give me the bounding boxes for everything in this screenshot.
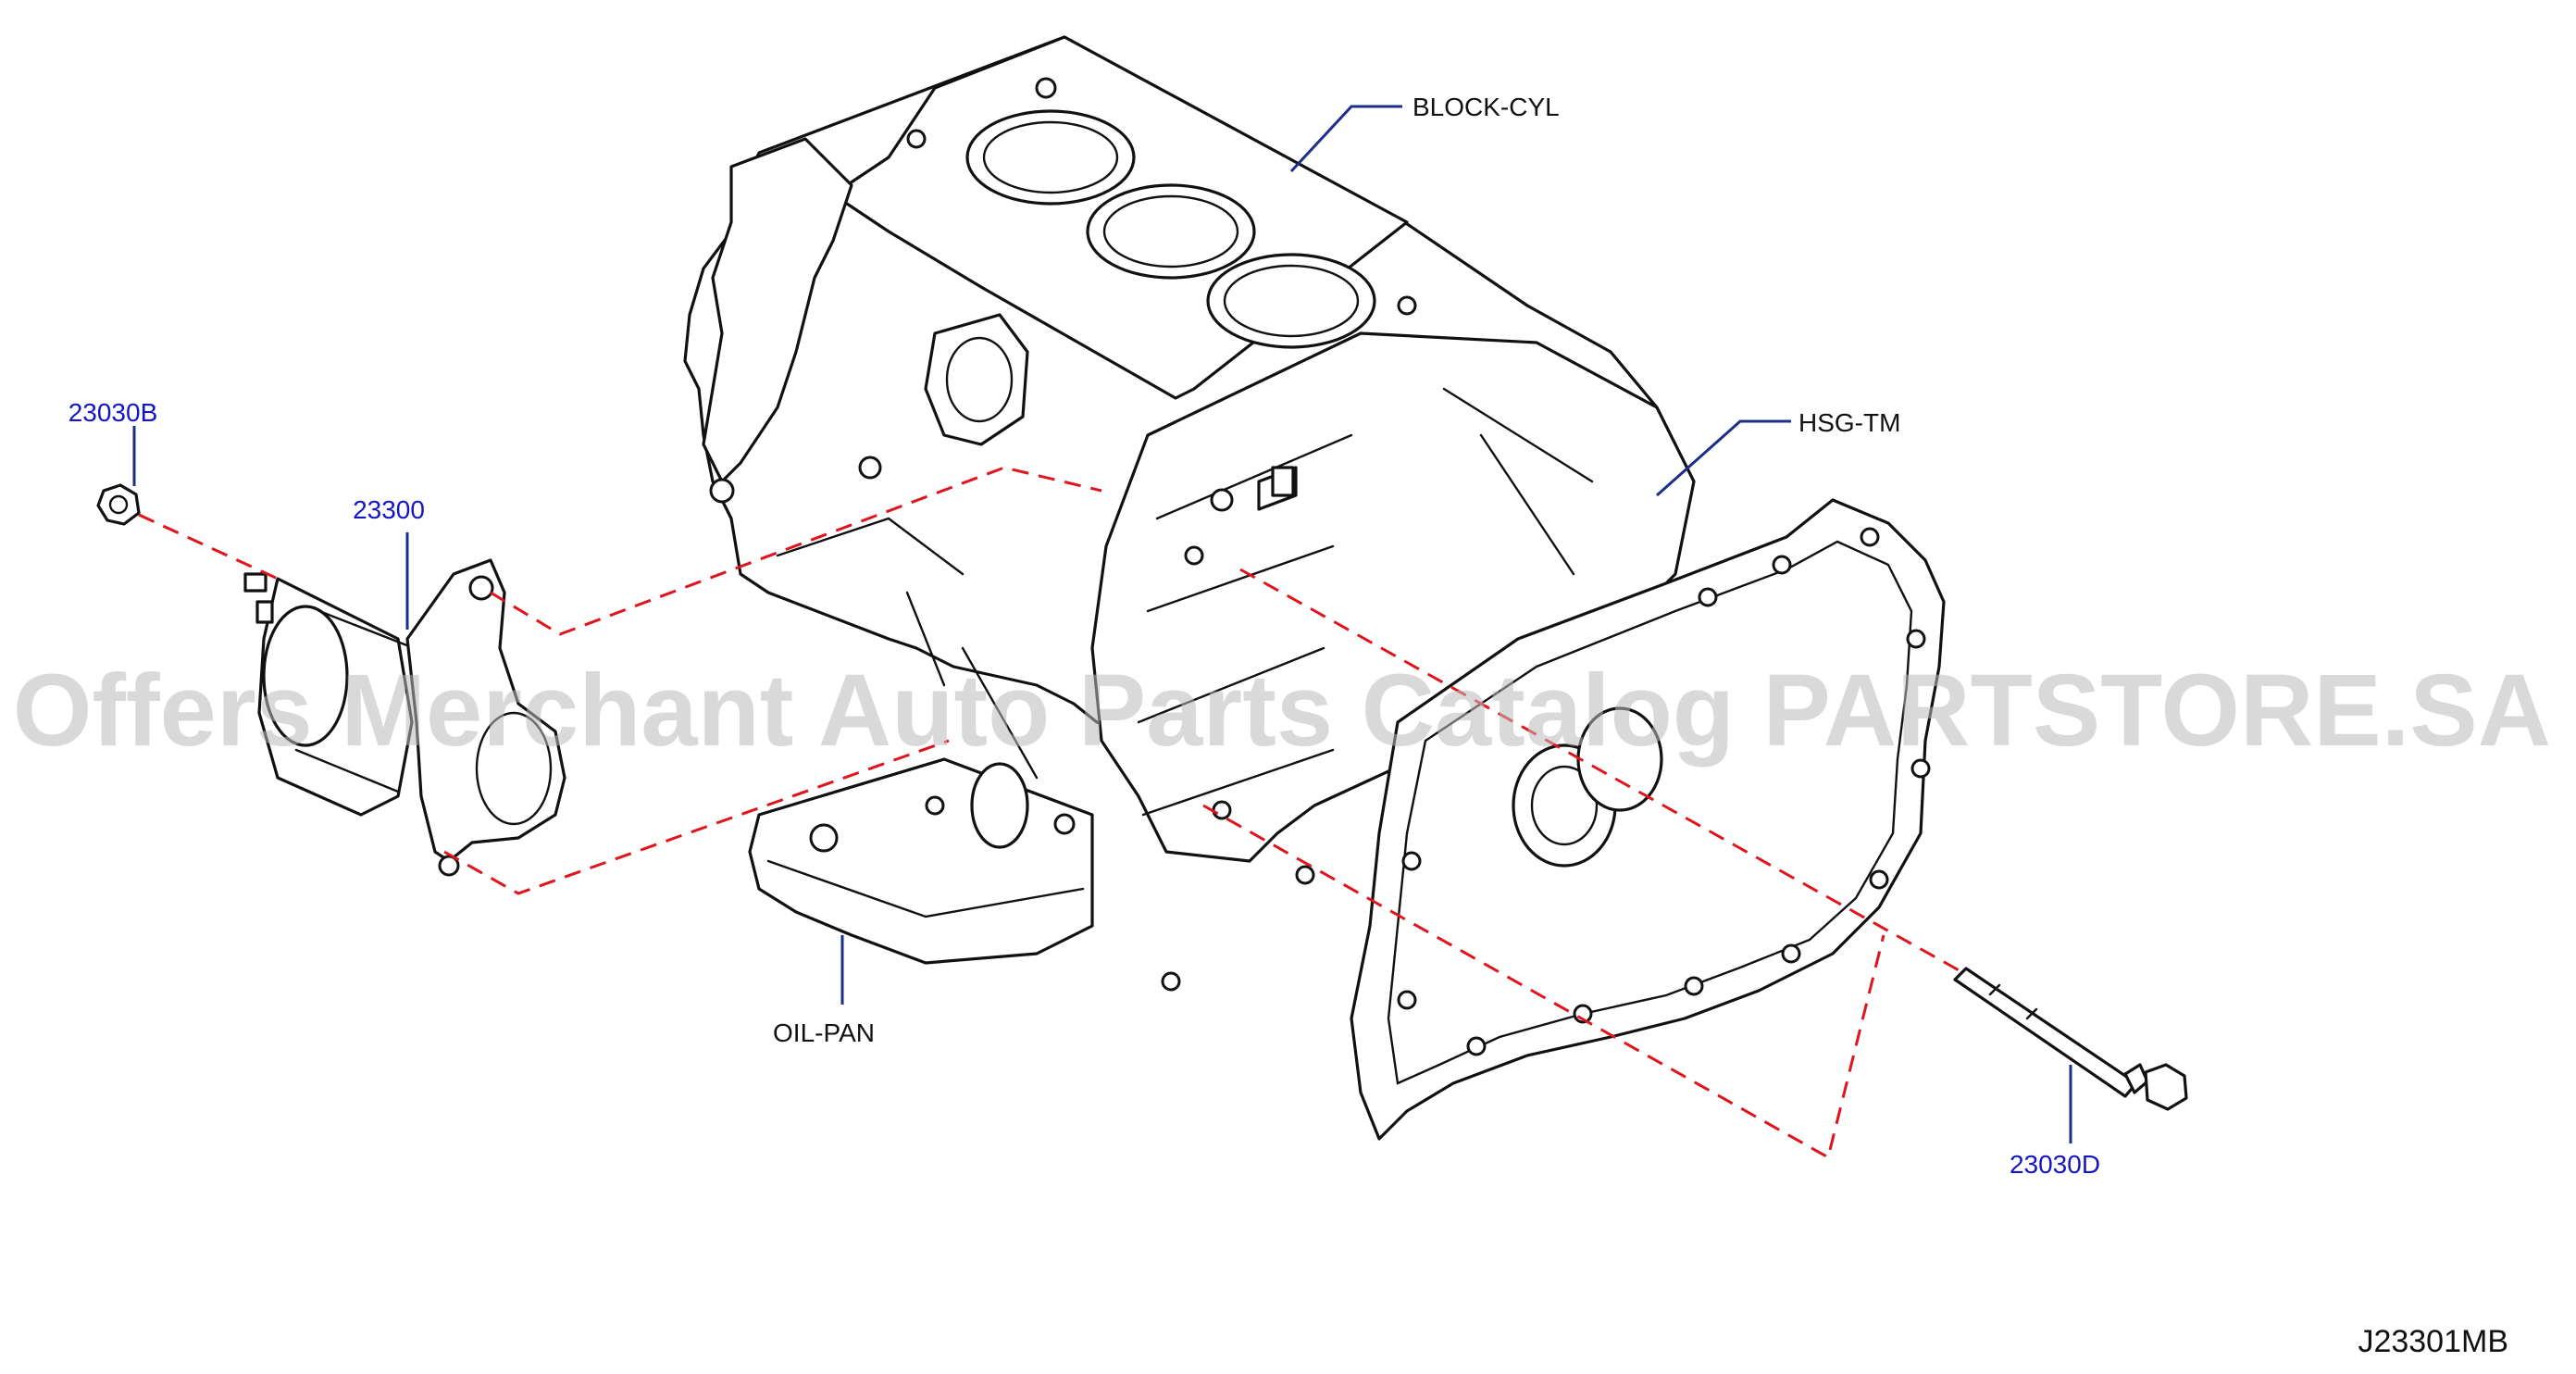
- assembly-lines: [138, 466, 1963, 1160]
- component-label-block-cyl: BLOCK-CYL: [1412, 93, 1560, 121]
- leader-lines: [132, 105, 2072, 1143]
- component-label-oil-pan: OIL-PAN: [773, 1018, 875, 1047]
- part-ref-23300[interactable]: 23300: [353, 495, 425, 524]
- part-ref-23030b[interactable]: 23030B: [68, 398, 158, 427]
- diagram-code: J23301MB: [2358, 1324, 2508, 1359]
- component-label-hsg-tm: HSG-TM: [1798, 408, 1900, 437]
- nut-23030b-illustration: [96, 483, 141, 526]
- starter-motor-illustration: [243, 558, 566, 877]
- part-ref-23030d[interactable]: 23030D: [2010, 1150, 2100, 1179]
- engine-block-illustration: [683, 35, 1946, 1141]
- bolt-23030d-illustration: [1953, 967, 2188, 1111]
- watermark-text: Offers Merchant Auto Parts Catalog PARTS…: [13, 654, 2551, 768]
